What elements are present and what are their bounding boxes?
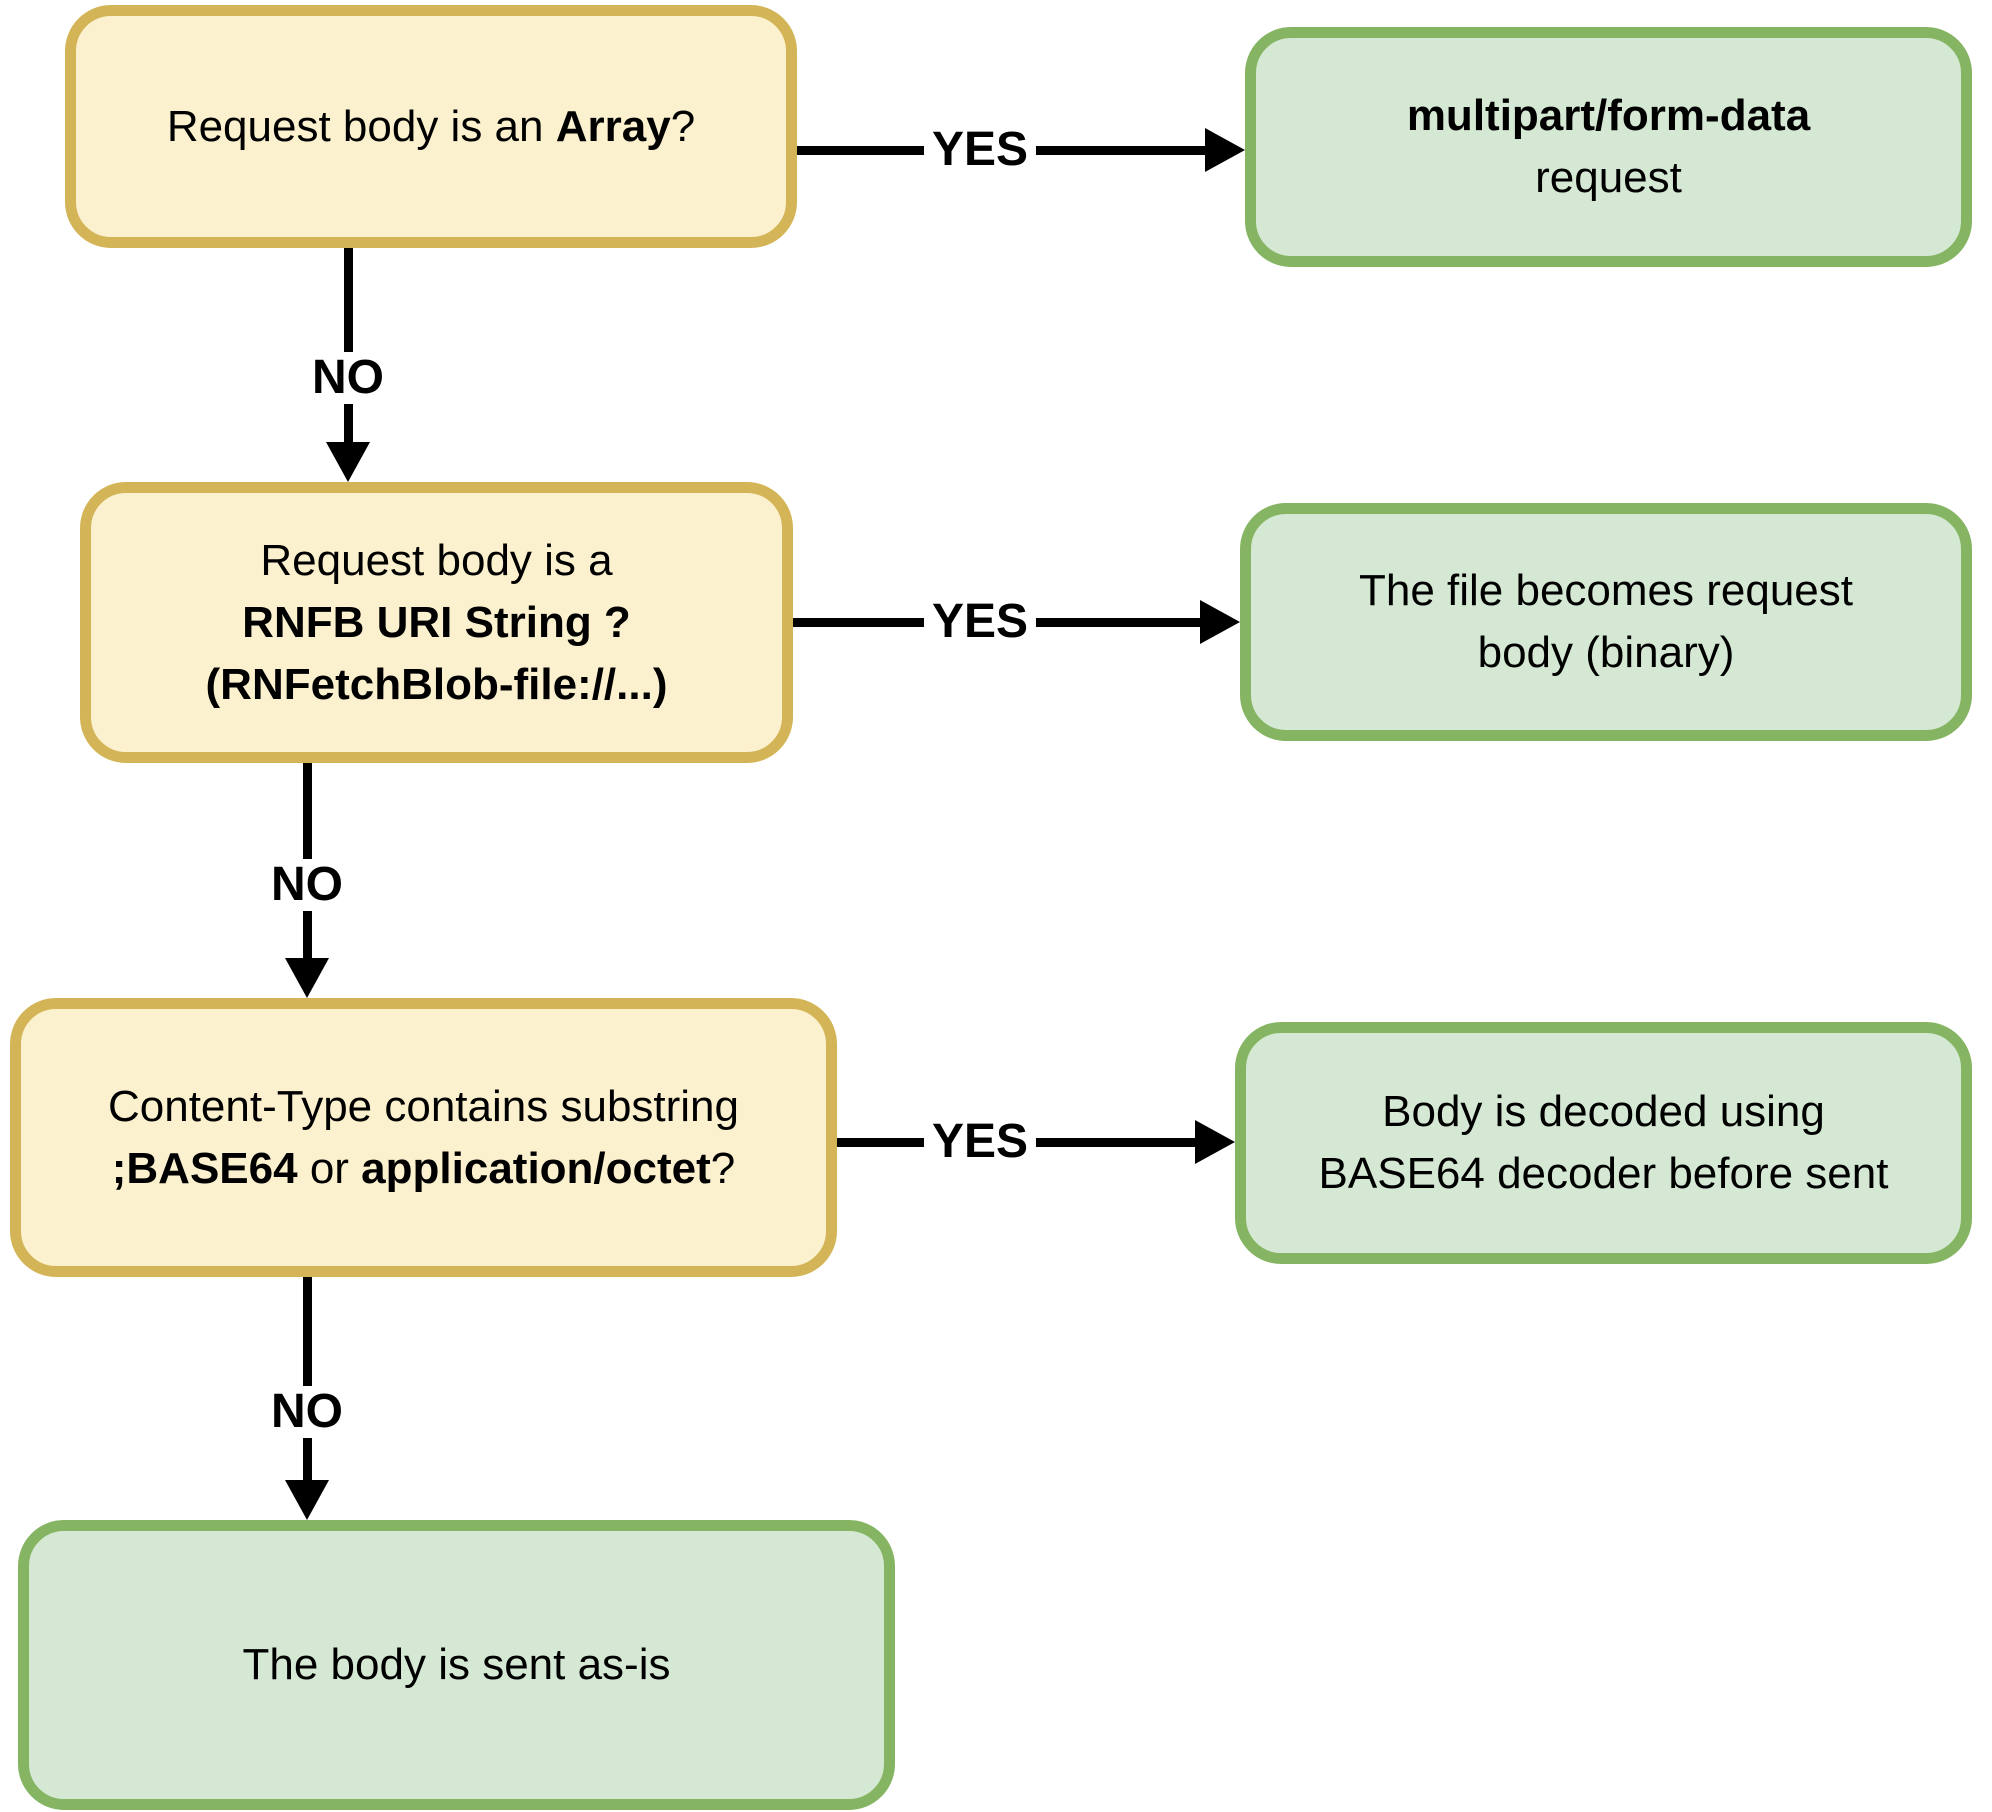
question-text-line: Content-Type contains substring (107, 1081, 740, 1131)
result-text-line: request (1535, 153, 1682, 202)
edge-label-no: NO (263, 1386, 351, 1438)
result-text-line: Body is decoded using (1382, 1087, 1825, 1136)
arrow-head-icon (285, 958, 329, 998)
question-text-line-bold: RNFB URI String ? (242, 597, 631, 647)
question-text-line: Request body is a (260, 535, 613, 585)
arrow-head-icon (326, 442, 370, 482)
arrow-head-icon (1195, 1120, 1235, 1164)
edge-label-no: NO (263, 859, 351, 911)
result-node-base64-decoded: Body is decoded using BASE64 decoder bef… (1235, 1022, 1972, 1264)
question-node-request-body-array: Request body is an Array? (65, 5, 797, 248)
question-text: Request body is an Array? (167, 96, 695, 158)
result-node-multipart-form-data: multipart/form-data request (1245, 27, 1972, 267)
result-text-line: The file becomes request (1358, 566, 1854, 615)
result-text-line: BASE64 decoder before sent (1318, 1149, 1889, 1198)
question-node-content-type-substring: Content-Type contains substring ;BASE64 … (10, 998, 837, 1277)
edge-label-yes: YES (923, 124, 1037, 176)
arrow-head-icon (285, 1480, 329, 1520)
edge-label-no: NO (304, 352, 392, 404)
text-segment-bold: Array (555, 101, 671, 151)
text-segment: ? (670, 101, 696, 151)
text-segment-bold: ;BASE64 (111, 1143, 298, 1193)
text-segment: or (297, 1143, 362, 1193)
result-node-file-becomes-body: The file becomes request body (binary) (1240, 503, 1972, 741)
arrow-head-icon (1205, 128, 1245, 172)
result-text-line: multipart/form-data (1406, 91, 1811, 140)
text-segment: Request body is an (166, 101, 556, 151)
edge-line (302, 1277, 312, 1480)
text-segment: ? (710, 1143, 736, 1193)
arrow-head-icon (1200, 600, 1240, 644)
question-text-line-bold: (RNFetchBlob-file://...) (205, 659, 668, 709)
result-text-line: The body is sent as-is (242, 1640, 671, 1689)
result-node-body-sent-as-is: The body is sent as-is (18, 1520, 895, 1810)
edge-line (343, 248, 353, 442)
edge-label-yes: YES (923, 1116, 1037, 1168)
result-text-line: body (binary) (1477, 628, 1735, 677)
question-text-line: ;BASE64 or application/octet? (112, 1138, 736, 1200)
text-segment-bold: application/octet (361, 1143, 711, 1193)
edge-label-yes: YES (923, 596, 1037, 648)
question-node-rnfb-uri-string: Request body is a RNFB URI String ? (RNF… (80, 482, 793, 763)
